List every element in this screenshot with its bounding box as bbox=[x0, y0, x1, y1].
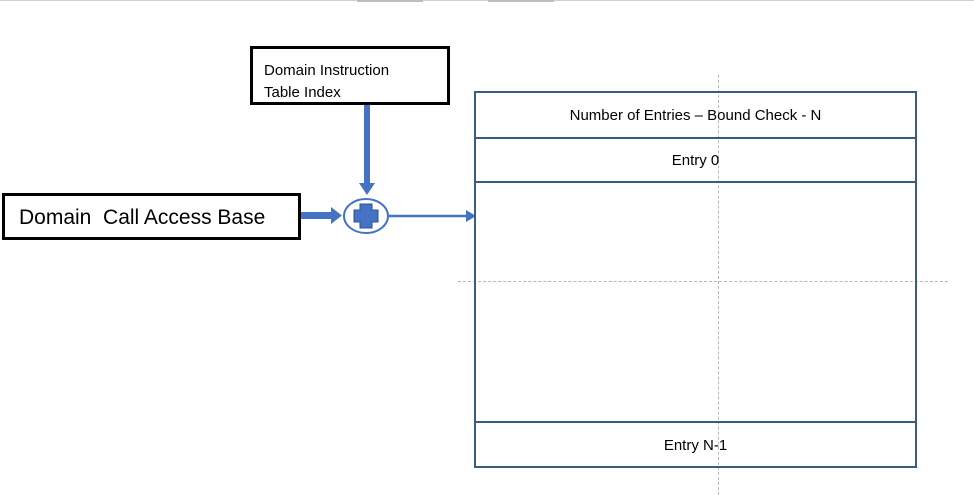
table-row-entry-0: Entry 0 bbox=[476, 139, 915, 183]
table-body-region bbox=[476, 183, 915, 423]
instruction-table: Number of Entries – Bound Check - N Entr… bbox=[474, 91, 917, 468]
index-to-adder-arrow bbox=[359, 104, 375, 195]
table-header-label: Number of Entries – Bound Check - N bbox=[569, 107, 822, 124]
entry-0-label: Entry 0 bbox=[671, 152, 720, 169]
vertical-guide-line bbox=[718, 75, 719, 495]
table-row-entry-last: Entry N-1 bbox=[476, 423, 915, 468]
plus-icon bbox=[353, 203, 379, 229]
index-box-line-1: Domain Instruction bbox=[264, 62, 390, 79]
top-tab-left bbox=[357, 0, 423, 2]
call-access-base-box: Domain Call Access Base bbox=[2, 193, 301, 240]
base-box-label: Domain Call Access Base bbox=[19, 206, 266, 229]
horizontal-guide-line bbox=[458, 281, 948, 282]
table-header-row: Number of Entries – Bound Check - N bbox=[476, 93, 915, 139]
entry-last-label: Entry N-1 bbox=[663, 437, 728, 454]
instruction-table-index-box: Domain Instruction Table Index bbox=[250, 46, 450, 105]
top-edge-rule bbox=[0, 0, 974, 1]
base-to-adder-arrow bbox=[301, 207, 342, 224]
index-box-line-2: Table Index bbox=[264, 84, 341, 101]
top-tab-right bbox=[488, 0, 554, 2]
adder-to-table-arrow bbox=[388, 210, 476, 222]
